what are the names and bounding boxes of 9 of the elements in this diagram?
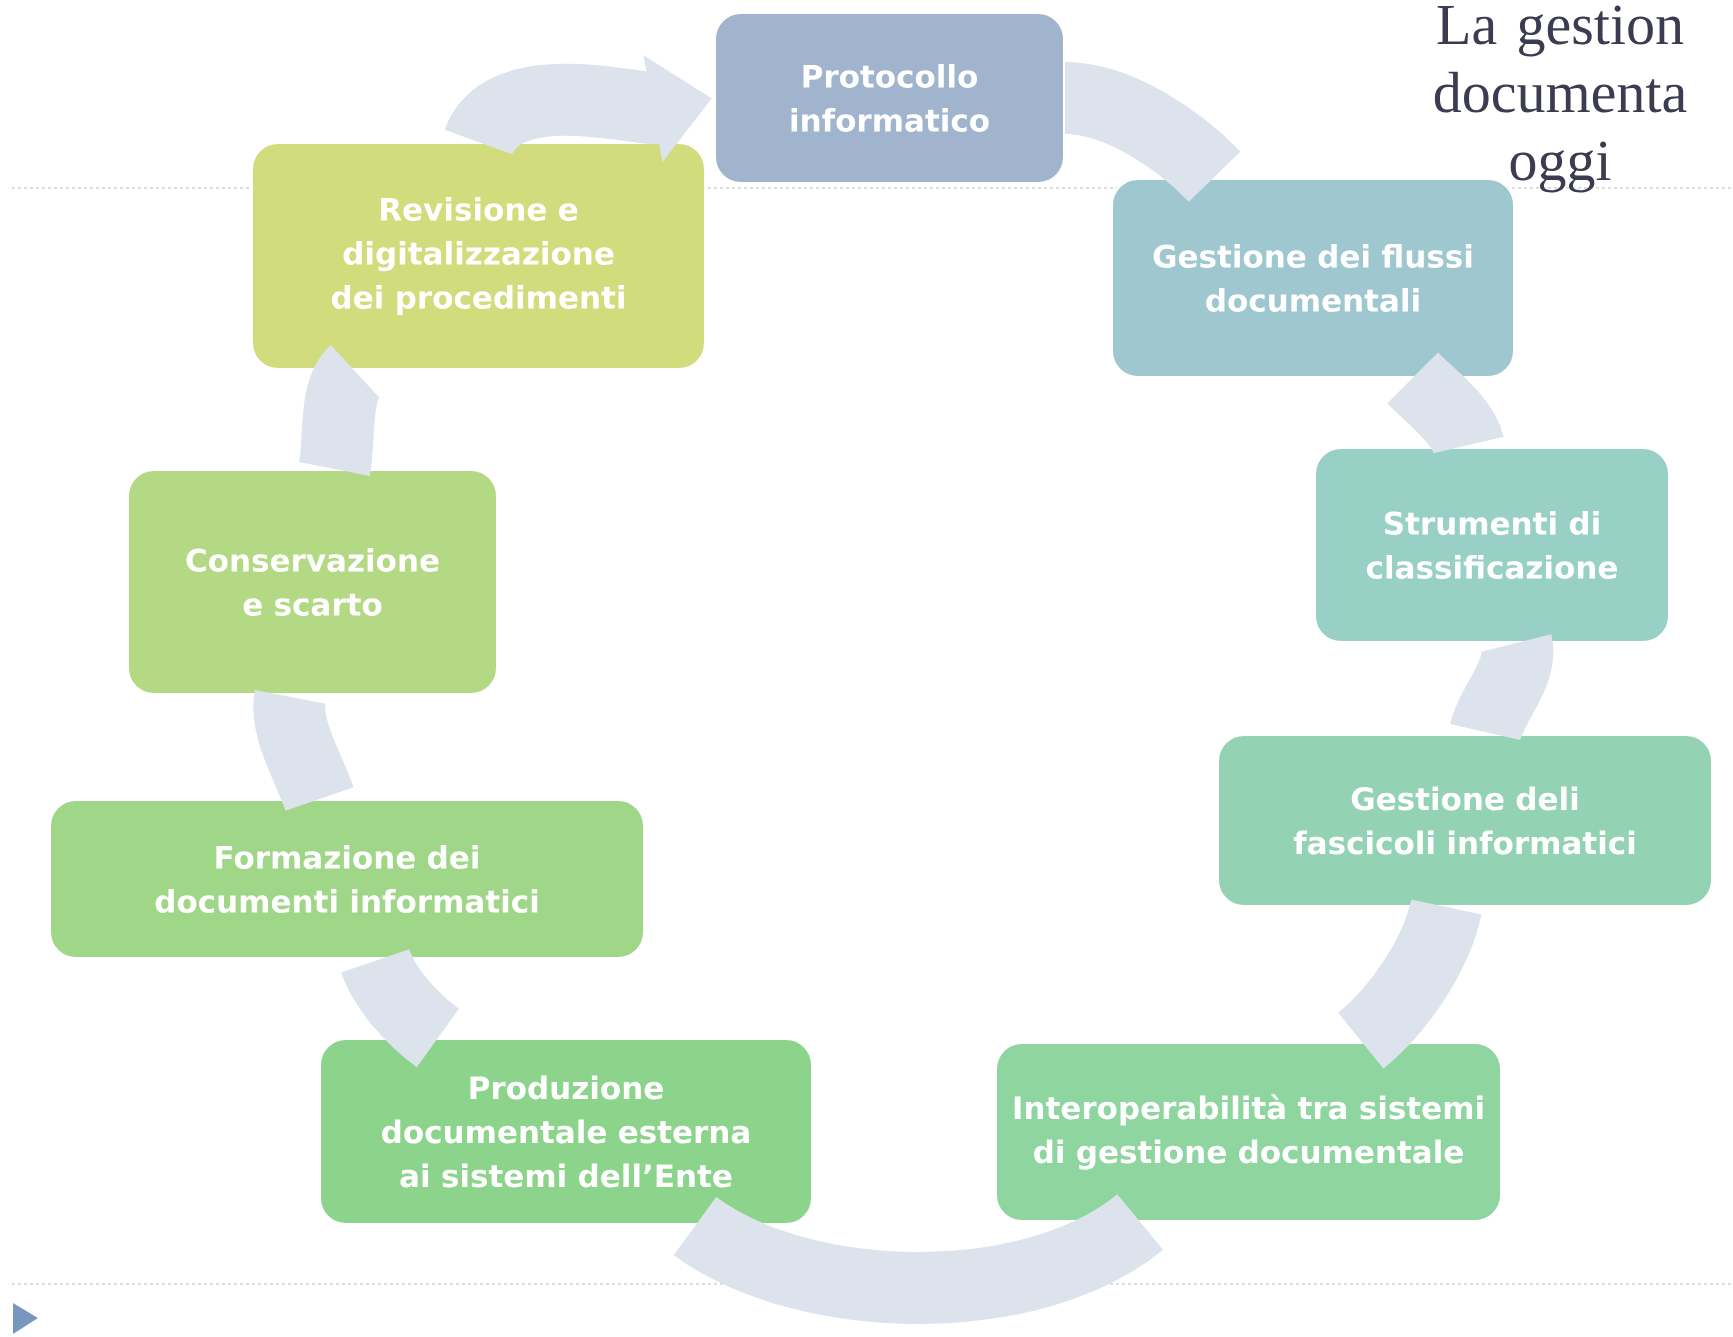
process-box: Revisione e digitalizzazione dei procedimenti bbox=[251, 142, 706, 370]
process-box: Conservazione e scarto bbox=[127, 469, 498, 695]
process-box: Strumenti di classificazione bbox=[1314, 447, 1670, 643]
process-box: Gestione deli fascicoli informatici bbox=[1217, 734, 1713, 907]
process-box: Gestione dei flussi documentali bbox=[1111, 178, 1515, 378]
process-box: Interoperabilità tra sistemi di gestione documentale bbox=[995, 1042, 1502, 1222]
process-box: Produzione documentale esterna ai sistemi dell’Ente bbox=[319, 1038, 813, 1225]
process-box: Formazione dei documenti informatici bbox=[49, 799, 645, 959]
process-box: Protocollo informatico bbox=[714, 12, 1065, 184]
